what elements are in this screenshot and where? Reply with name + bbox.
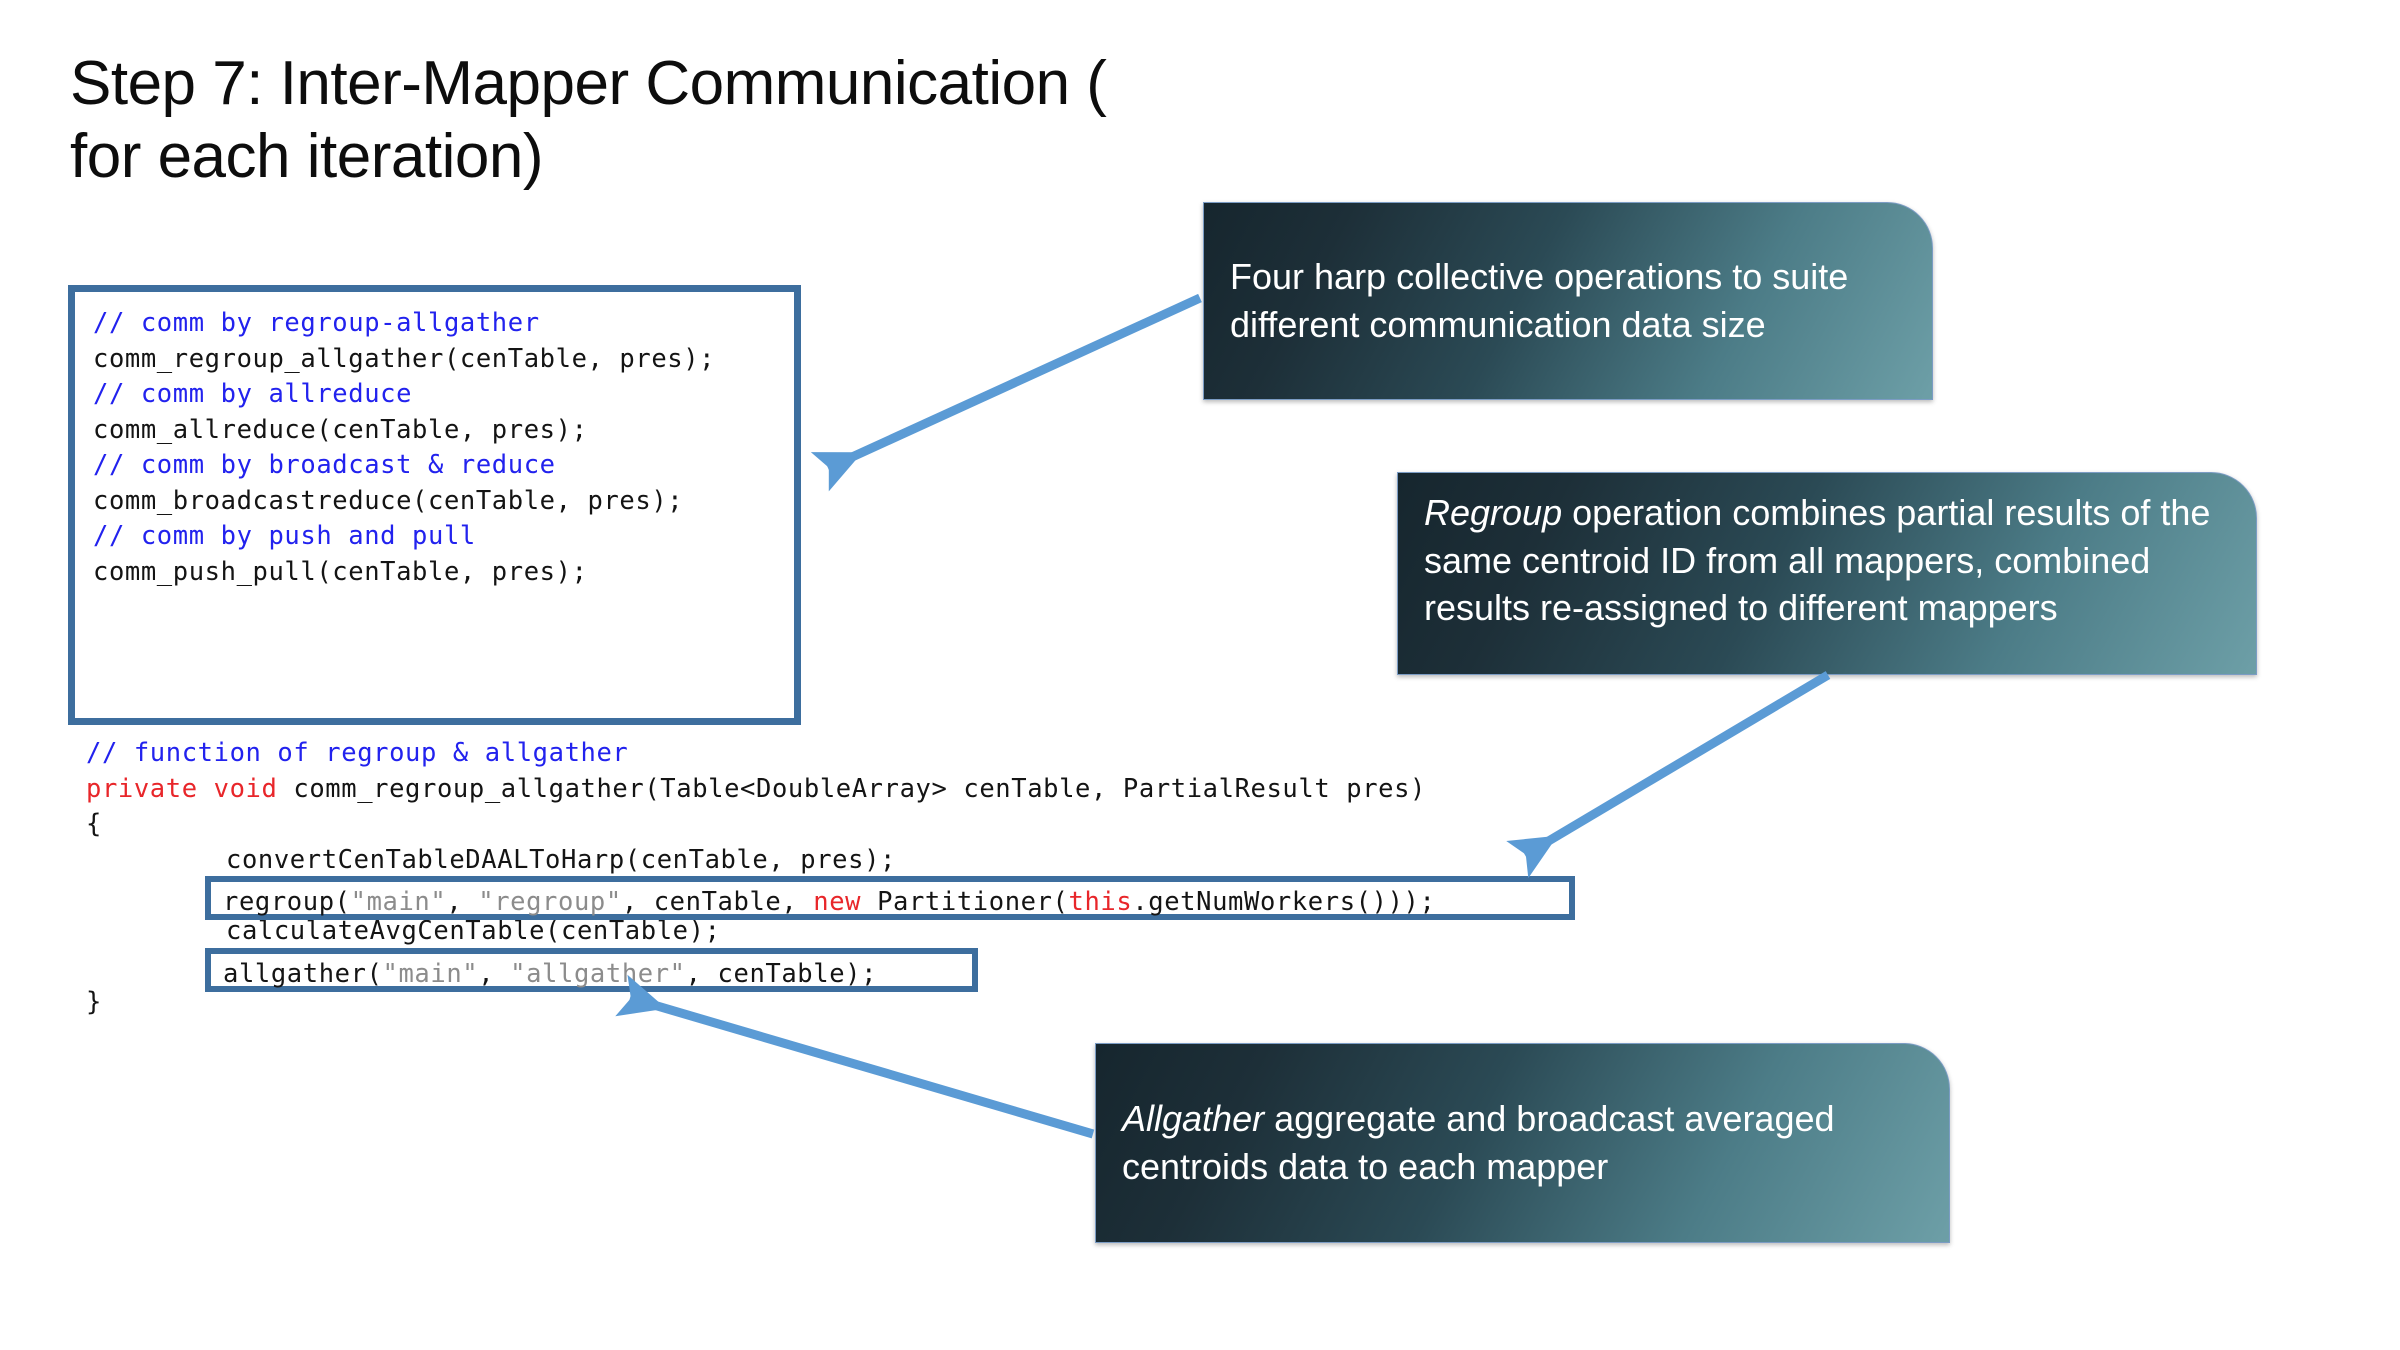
- arrow-four-to-codebox: [810, 293, 1202, 492]
- callout-four-harp-operations: Four harp collective operations to suite…: [1203, 202, 1933, 400]
- callout-allgather-text: aggregate and broadcast averaged centroi…: [1122, 1098, 1835, 1187]
- callout-regroup-text: operation combines partial results of th…: [1424, 492, 2211, 629]
- page-title: Step 7: Inter-Mapper Communication ( for…: [70, 49, 1107, 191]
- keyword-private-void: private void: [86, 773, 278, 804]
- code-line-brace-open: {: [86, 809, 102, 839]
- regroup-arg-main: "main": [350, 887, 447, 917]
- highlight-box-regroup: regroup("main", "regroup", cenTable, new…: [205, 876, 1575, 920]
- regroup-fn: regroup(: [223, 887, 351, 917]
- keyword-new: new: [813, 887, 862, 917]
- callout-regroup-body: Regroup operation combines partial resul…: [1424, 489, 2222, 632]
- code-line-comment-allreduce: // comm by allreduce: [93, 379, 413, 409]
- callout-four-text: Four harp collective operations to suite…: [1230, 256, 1849, 345]
- code-block-collectives: // comm by regroup-allgather comm_regrou…: [68, 285, 801, 725]
- code-block-function: // function of regroup & allgather priva…: [86, 736, 1426, 1020]
- code-line-comment-broadcast-reduce: // comm by broadcast & reduce: [93, 450, 556, 480]
- regroup-tail: .getNumWorkers()));: [1132, 887, 1436, 917]
- regroup-arg-regroup: "regroup": [478, 887, 622, 917]
- keyword-this: this: [1068, 887, 1133, 917]
- allgather-arg-allgather: "allgather": [510, 959, 686, 989]
- calculate-call-text: calculateAvgCenTable(cenTable);: [226, 915, 721, 946]
- code-line-comment-function: // function of regroup & allgather: [86, 738, 629, 768]
- code-line-convert-centable: convertCenTableDAALToHarp(cenTable, pres…: [86, 843, 1426, 879]
- highlight-box-allgather: allgather("main", "allgather", cenTable)…: [205, 948, 978, 992]
- callout-regroup-emphasis: Regroup: [1424, 492, 1563, 533]
- regroup-partitioner: Partitioner(: [861, 887, 1069, 917]
- callout-allgather-description: Allgather aggregate and broadcast averag…: [1095, 1043, 1950, 1243]
- callout-allgather-body: Allgather aggregate and broadcast averag…: [1122, 1095, 1915, 1190]
- allgather-fn: allgather(: [223, 959, 383, 989]
- function-signature-rest: comm_regroup_allgather(Table<DoubleArray…: [277, 773, 1427, 804]
- allgather-sep1: ,: [478, 959, 511, 989]
- callout-regroup-description: Regroup operation combines partial resul…: [1397, 472, 2257, 675]
- arrow-regroup-to-code: [1506, 671, 1831, 879]
- code-line-comment-push-pull: // comm by push and pull: [93, 521, 476, 551]
- code-lines: // comm by regroup-allgather comm_regrou…: [93, 306, 715, 590]
- regroup-sep2: , cenTable,: [621, 887, 814, 917]
- code-line-comm-broadcastreduce: comm_broadcastreduce(cenTable, pres);: [93, 485, 684, 516]
- convert-call-text: convertCenTableDAALToHarp(cenTable, pres…: [226, 844, 896, 875]
- code-line-calculate-avg: calculateAvgCenTable(cenTable);: [86, 914, 1426, 950]
- code-line-comm-push-pull: comm_push_pull(cenTable, pres);: [93, 556, 588, 587]
- regroup-sep1: ,: [446, 887, 479, 917]
- code-line-regroup: regroup("main", "regroup", cenTable, new…: [223, 885, 1435, 921]
- code-line-comm-allreduce: comm_allreduce(cenTable, pres);: [93, 414, 588, 445]
- code-line-function-signature: private void comm_regroup_allgather(Tabl…: [86, 772, 1426, 808]
- code-line-comm-regroup-allgather: comm_regroup_allgather(cenTable, pres);: [93, 343, 716, 374]
- code-line-comment-regroup-allgather: // comm by regroup-allgather: [93, 308, 540, 338]
- allgather-tail: , cenTable);: [685, 959, 878, 989]
- allgather-arg-main: "main": [382, 959, 479, 989]
- callout-allgather-emphasis: Allgather: [1122, 1098, 1265, 1140]
- code-line-brace-close: }: [86, 986, 102, 1017]
- code-line-allgather: allgather("main", "allgather", cenTable)…: [223, 957, 877, 993]
